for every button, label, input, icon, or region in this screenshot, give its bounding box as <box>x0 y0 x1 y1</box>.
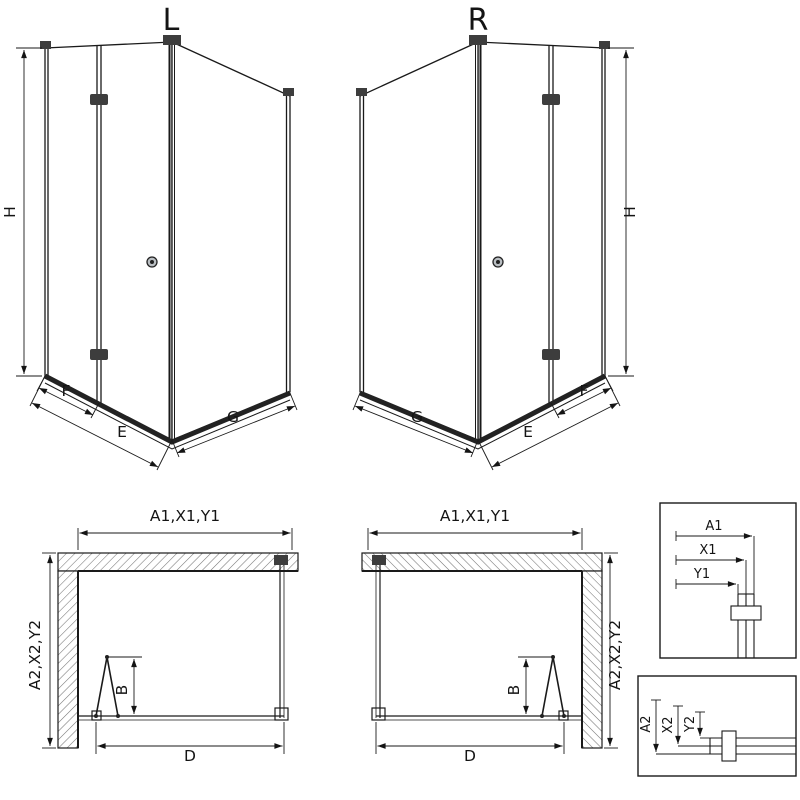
iso-left-title: L <box>163 3 180 38</box>
dim-label-h-left: H <box>1 206 19 218</box>
detail-depth-dimensions <box>651 699 710 755</box>
iso-left-geometry <box>16 35 297 470</box>
detail-label-a1: A1 <box>705 519 722 534</box>
detail-width-dimensions <box>675 531 755 594</box>
detail-box-frame <box>659 502 797 659</box>
dim-label-d-right: D <box>464 747 476 765</box>
detail-box-depth: A2 X2 Y2 <box>637 675 797 777</box>
dim-label-f-right: F <box>580 382 589 400</box>
dim-label-e-right: E <box>523 423 533 441</box>
detail-label-a2: A2 <box>639 715 654 732</box>
dim-label-width-right: A1,X1,Y1 <box>440 507 510 525</box>
dim-label-width-left: A1,X1,Y1 <box>150 507 220 525</box>
dim-label-g-right: G <box>411 408 423 426</box>
plan-view-right: A1,X1,Y1 A2,X2,Y2 B D <box>362 507 624 765</box>
detail-box-frame <box>637 675 797 777</box>
plan-left-geometry <box>42 528 298 754</box>
detail-label-y1: Y1 <box>693 567 710 582</box>
dim-label-b-left: B <box>113 685 131 696</box>
iso-right-title: R <box>468 3 489 38</box>
dim-label-depth-right: A2,X2,Y2 <box>606 620 624 690</box>
dim-label-f-left: F <box>62 382 71 400</box>
dim-label-d-left: D <box>184 747 196 765</box>
dim-label-g-left: G <box>227 408 239 426</box>
detail-label-x2: X2 <box>661 716 676 733</box>
plan-view-left: A1,X1,Y1 A2,X2,Y2 B D <box>26 507 298 765</box>
dim-label-h-right: H <box>621 206 639 218</box>
detail-label-x1: X1 <box>699 543 716 558</box>
iso-view-left: L H F E G <box>1 3 297 470</box>
detail-label-y2: Y2 <box>683 716 698 733</box>
dim-label-depth-left: A2,X2,Y2 <box>26 620 44 690</box>
tray-profile-section <box>709 730 796 762</box>
wall-profile-section <box>730 593 762 658</box>
iso-right-geometry <box>353 35 634 470</box>
dim-label-e-left: E <box>117 423 127 441</box>
detail-box-width: A1 X1 Y1 <box>659 502 797 659</box>
iso-view-right: R H F E G <box>353 3 639 470</box>
plan-right-geometry <box>362 528 618 754</box>
dim-label-b-right: B <box>505 685 523 696</box>
